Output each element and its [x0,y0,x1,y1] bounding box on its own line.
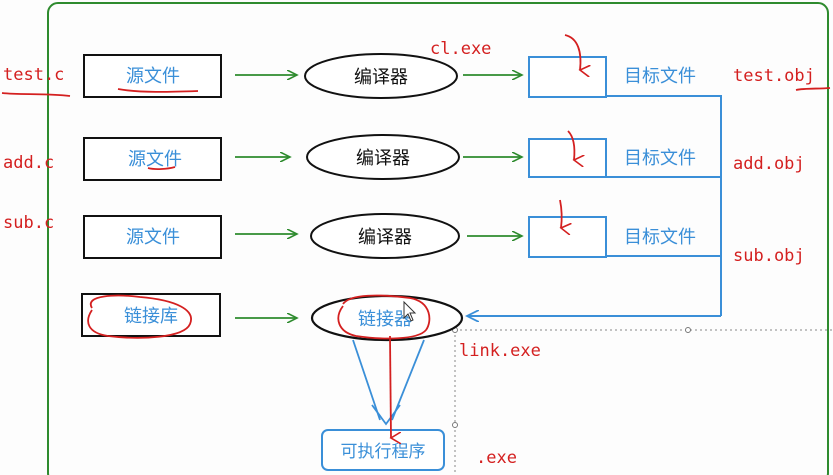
selection-handle [452,422,458,428]
compiler-ellipse-3 [310,213,460,259]
source-file-box-2 [83,137,222,181]
annotation-cl-exe: cl.exe [430,39,491,59]
circle-linker [337,294,431,340]
target-file-label-2: 目标文件 [624,148,696,169]
annotation-sub-c: sub.c [3,213,54,233]
red-tick-obj-1 [564,34,580,70]
red-tick-obj-2 [567,130,574,160]
red-arrow-linker-to-exe [389,335,391,438]
compiler-label-1: 编译器 [354,67,408,88]
obj-connector-1 [606,95,722,316]
annotation-link-exe: link.exe [459,341,541,361]
source-file-box-3 [83,215,222,259]
object-file-box-1 [528,56,607,98]
source-file-label-3: 源文件 [126,227,180,248]
linker-library-label: 链接库 [124,306,178,327]
compiler-label-3: 编译器 [358,227,412,248]
selection-handle [685,327,691,333]
arrow-linker-to-exe-left [352,339,381,421]
executable-label: 可执行程序 [341,442,426,462]
arrow-head-exe [371,404,401,426]
executable-box [321,429,445,471]
source-file-label-1: 源文件 [126,66,180,87]
annotation-add-obj: add.obj [733,154,805,174]
compiler-label-2: 编译器 [356,148,410,169]
target-file-label-3: 目标文件 [624,227,696,248]
underline-test-c [1,92,71,97]
circle-linker-library [87,294,192,339]
outer-frame [47,2,829,475]
target-file-label-1: 目标文件 [624,66,696,87]
object-file-box-2 [528,138,607,178]
red-tick-obj-3 [559,199,562,228]
underline-source-file-1 [117,88,199,93]
compiler-ellipse-2 [306,134,460,180]
compiler-ellipse-1 [304,53,458,99]
underline-test-obj [795,87,831,91]
annotation-add-c: add.c [3,153,54,173]
mouse-cursor-icon [403,300,417,322]
annotation-sub-obj: sub.obj [733,246,805,266]
source-file-label-2: 源文件 [128,149,182,170]
annotation-exe: .exe [476,448,517,468]
underline-source-file-2 [147,166,176,170]
source-file-box-1 [83,54,222,98]
object-file-box-3 [528,216,607,258]
linker-library-box [81,293,221,337]
linker-label: 链接器 [358,309,412,330]
annotation-test-c: test.c [3,65,64,85]
annotation-test-obj: test.obj [733,66,815,86]
arrow-linker-to-exe-right [391,339,425,421]
